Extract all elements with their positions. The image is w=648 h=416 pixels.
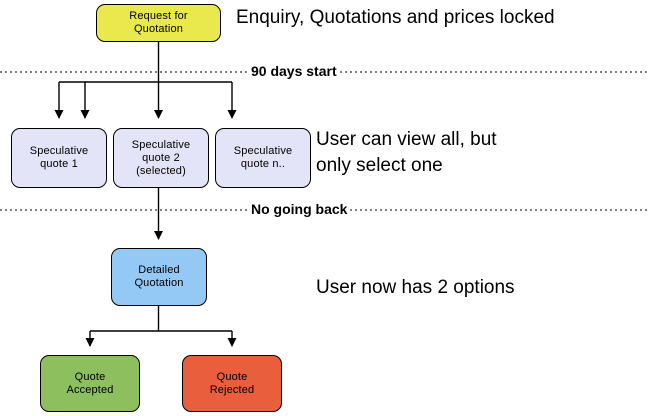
node-speculative-quote-2-label: Speculative quote 2 (selected) [131,138,191,177]
node-detailed-quotation[interactable]: Detailed Quotation [111,248,207,306]
node-detailed-quotation-label: Detailed Quotation [134,264,184,289]
annotation-enquiry-locked: Enquiry, Quotations and prices locked [236,7,555,28]
node-request-for-quotation-label: Request for Quotation [129,10,188,35]
phase-label-no-going-back: No going back [249,201,350,217]
annotation-two-options: User now has 2 options [316,277,515,298]
connector-detailed-to-outcomes [85,306,237,347]
node-quote-accepted-label: Quote Accepted [66,370,114,396]
node-request-for-quotation[interactable]: Request for Quotation [96,4,221,42]
node-quote-rejected-label: Quote Rejected [209,370,255,396]
node-speculative-quote-2-selected[interactable]: Speculative quote 2 (selected) [113,128,209,188]
node-speculative-quote-1-label: Speculative quote 1 [29,145,89,170]
annotation-view-all-select-one: User can view all, but only select one [316,129,497,176]
node-quote-rejected[interactable]: Quote Rejected [182,355,282,412]
node-speculative-quote-n-label: Speculative quote n.. [233,145,293,170]
connector-request-to-speculative [54,42,237,119]
node-speculative-quote-n[interactable]: Speculative quote n.. [215,128,311,188]
node-speculative-quote-1[interactable]: Speculative quote 1 [11,128,107,188]
phase-label-90-days-start: 90 days start [249,63,339,79]
node-quote-accepted[interactable]: Quote Accepted [40,355,140,412]
